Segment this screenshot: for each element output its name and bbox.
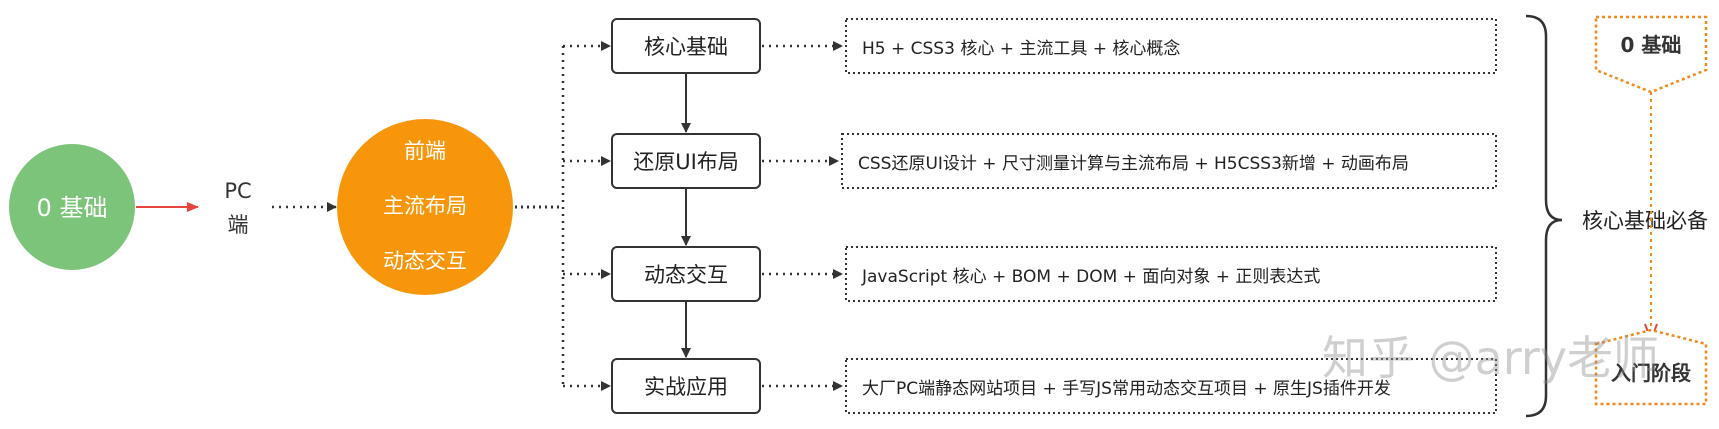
pc-label-line2: 端 [228, 213, 249, 237]
watermark: 知乎 @arry老师 [1322, 331, 1659, 385]
stage-label: 动态交互 [644, 263, 728, 287]
detail-box [845, 358, 1497, 414]
center-node-line3: 动态交互 [383, 249, 467, 273]
detail-text: 大厂PC端静态网站项目 + 手写JS常用动态交互项目 + 原生JS插件开发 [862, 379, 1391, 399]
pc-label-line1: PC [224, 179, 251, 203]
detail-text: JavaScript 核心 + BOM + DOM + 面向对象 + 正则表达式 [861, 267, 1320, 287]
right-brace [1525, 14, 1563, 418]
detail-box [841, 133, 1497, 189]
detail-text: H5 + CSS3 核心 + 主流工具 + 核心概念 [862, 38, 1180, 59]
center-node-line1: 前端 [404, 139, 446, 163]
center-node [337, 119, 513, 295]
stage-label: 核心基础 [644, 35, 728, 59]
badge-top-label: 0 基础 [1621, 33, 1682, 57]
stage-label: 实战应用 [644, 375, 728, 399]
stage-box [611, 358, 761, 414]
stage-label: 还原UI布局 [633, 150, 739, 174]
badge-top [1594, 15, 1708, 94]
badge-bottom-label: 入门阶段 [1611, 361, 1691, 385]
badge-bottom [1594, 328, 1708, 406]
center-node-line2: 主流布局 [383, 194, 467, 218]
detail-text: CSS还原UI设计 + 尺寸测量计算与主流布局 + H5CSS3新增 + 动画布… [858, 154, 1409, 174]
brace-label: 核心基础必备 [1582, 209, 1708, 233]
start-node-label: 0 基础 [37, 194, 108, 222]
detail-box [845, 246, 1497, 302]
start-node [9, 144, 135, 270]
detail-box [845, 18, 1497, 74]
